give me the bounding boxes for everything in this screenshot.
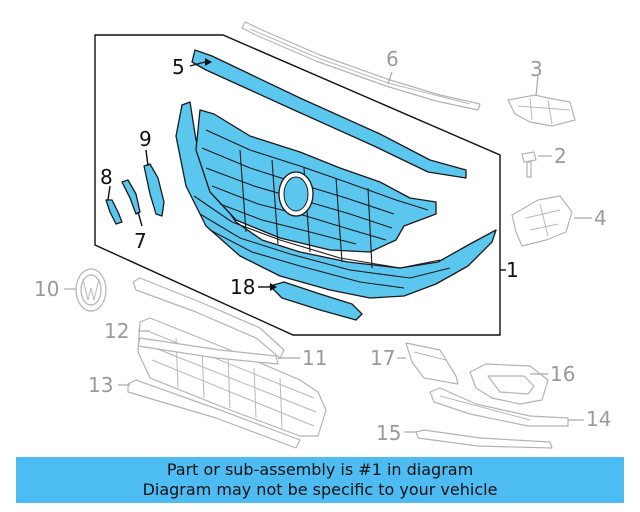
part-9-side-trim[interactable]: [143, 163, 165, 217]
part-3-bracket[interactable]: [507, 94, 576, 127]
part-2-bolt[interactable]: [521, 151, 537, 178]
part-16-fog-trim[interactable]: [469, 363, 549, 405]
banner-line-1: Part or sub-assembly is #1 in diagram: [166, 460, 474, 479]
callout-3[interactable]: 3: [530, 57, 543, 81]
part-8-small-trim[interactable]: [105, 199, 123, 225]
part-10-emblem[interactable]: [75, 268, 107, 312]
part-5-top-molding[interactable]: [191, 49, 467, 179]
banner-line-2: Diagram may not be specific to your vehi…: [142, 480, 498, 499]
part-11-strip[interactable]: [137, 337, 279, 365]
callout-1[interactable]: 1: [506, 258, 519, 282]
part-12-lower-strip[interactable]: [132, 277, 285, 359]
info-banner: Part or sub-assembly is #1 in diagram Di…: [16, 457, 624, 503]
part-4-bracket[interactable]: [511, 195, 573, 247]
assembly-frame: [94, 34, 501, 336]
part-1-grille[interactable]: [175, 101, 497, 299]
callout-2[interactable]: 2: [554, 144, 567, 168]
callout-17[interactable]: 17: [370, 346, 395, 370]
callout-11[interactable]: 11: [302, 346, 327, 370]
part-6-upper-trim[interactable]: [241, 21, 481, 111]
callout-18[interactable]: 18: [230, 275, 255, 299]
callout-7[interactable]: 7: [134, 229, 147, 253]
callout-4[interactable]: 4: [594, 206, 607, 230]
callout-16[interactable]: 16: [550, 362, 575, 386]
callout-15[interactable]: 15: [376, 421, 401, 445]
callout-5[interactable]: 5: [172, 55, 185, 79]
callouts: 1 5 9 8 7 18 6 3 2 4 10 12 11 13 17 16 1…: [34, 47, 611, 445]
callout-14[interactable]: 14: [586, 407, 611, 431]
callout-13[interactable]: 13: [88, 373, 113, 397]
part-15-strip[interactable]: [415, 429, 553, 449]
part-13-lower-grille[interactable]: [127, 317, 327, 449]
part-7-side-strip[interactable]: [121, 179, 141, 215]
part-18-lower-molding[interactable]: [269, 281, 363, 321]
callout-9[interactable]: 9: [139, 127, 152, 151]
part-17-plate[interactable]: [405, 342, 459, 385]
leader-lines: [64, 58, 592, 433]
callout-8[interactable]: 8: [100, 165, 113, 189]
callout-10[interactable]: 10: [34, 277, 59, 301]
callout-12[interactable]: 12: [104, 319, 129, 343]
callout-6[interactable]: 6: [386, 47, 399, 71]
parts-diagram: 1 5 9 8 7 18 6 3 2 4 10 12 11 13 17 16 1…: [34, 21, 611, 449]
part-14-lower-trim[interactable]: [429, 387, 569, 427]
